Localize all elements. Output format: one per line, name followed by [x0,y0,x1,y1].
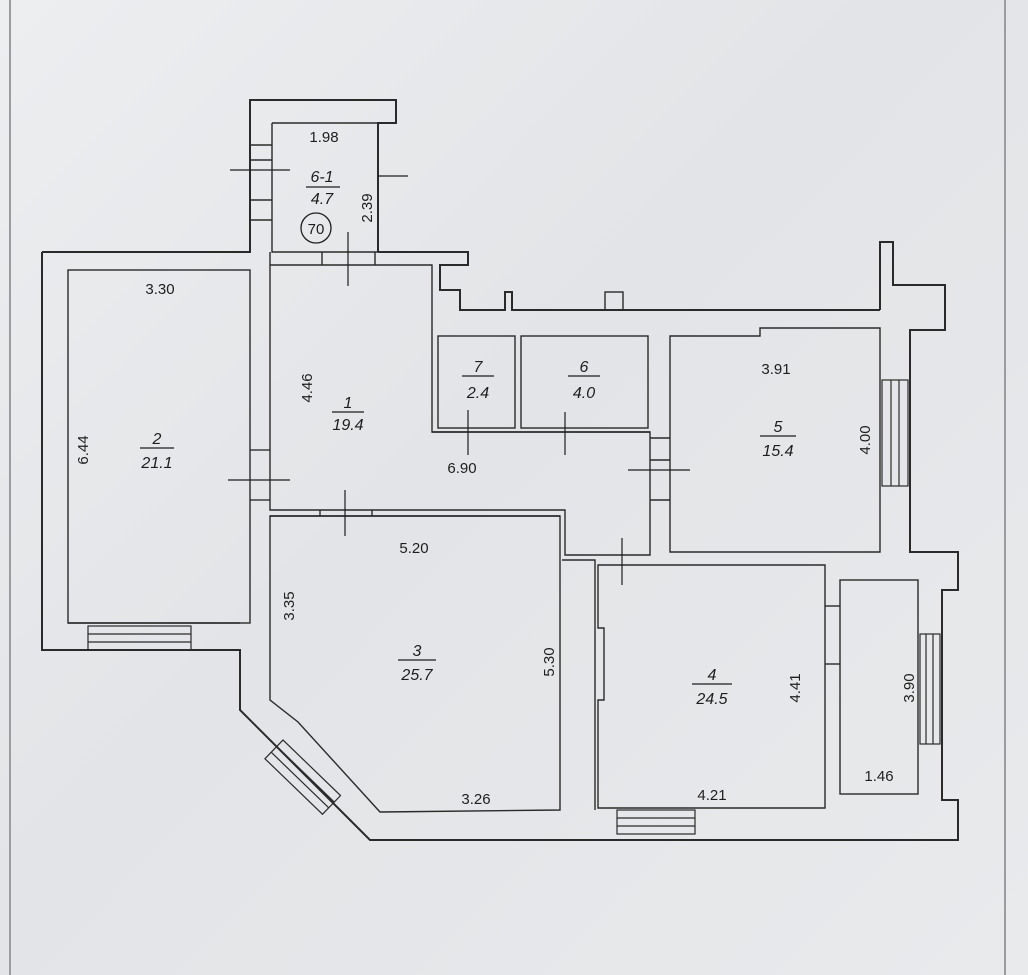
room-7-6-walls [432,291,650,433]
dimension-label: 3.90 [901,673,918,702]
room-label-1: 1 19.4 [332,395,364,434]
room-area: 2.4 [466,385,489,402]
room-number: 7 [474,359,484,376]
dimension-label: 4.41 [787,673,804,702]
dimension-label: 1.98 [309,129,338,146]
room-4-walls [597,564,840,835]
room-area: 4.0 [573,385,595,402]
room-label-6: 6 4.0 [568,359,600,402]
dimension-label: 3.35 [281,591,298,620]
room-area: 25.7 [400,667,433,684]
section-marks [228,169,690,585]
dimension-label: 2.39 [359,193,376,222]
room-area: 19.4 [332,417,363,434]
room-label-7: 7 2.4 [462,359,494,402]
room-2-walls [41,99,959,841]
apartment-number: 70 [308,221,325,238]
room-5-walls [650,241,959,840]
apartment-number-circle [300,212,332,244]
room-number: 5 [774,419,783,436]
room-label-5: 5 15.4 [760,419,796,460]
room-label-6-1: 6-1 4.7 [306,169,340,208]
dimension-label: 1.46 [864,768,893,785]
dimension-label: 3.30 [145,281,174,298]
dimension-label: 6.90 [447,460,476,477]
room-2-window [87,625,192,651]
dimension-label: 4.00 [857,425,874,454]
dimension-label: 6.44 [75,435,92,464]
room-area: 24.5 [695,691,727,708]
room-area: 4.7 [311,191,334,208]
room-label-2: 2 21.1 [140,431,174,472]
room-3-walls [264,515,596,816]
dimension-label: 4.46 [299,373,316,402]
room-area: 21.1 [140,455,172,472]
dimension-label: 5.30 [541,647,558,676]
dimension-label: 3.26 [461,791,490,808]
room-label-4: 4 24.5 [692,667,732,708]
dimension-label: 5.20 [399,540,428,557]
room-number: 1 [344,395,353,412]
room-balcony-right-walls [839,579,941,795]
room-6-1-walls [249,100,397,253]
room-number: 3 [413,643,422,660]
room-number: 6-1 [310,169,333,186]
dimension-label: 4.21 [697,787,726,804]
room-1-walls [269,251,880,556]
room-area: 15.4 [762,443,793,460]
dimension-label: 3.91 [761,361,790,378]
room-number: 6 [580,359,589,376]
room-number: 2 [152,431,162,448]
room-number: 4 [708,667,717,684]
room-label-3: 3 25.7 [398,643,436,684]
